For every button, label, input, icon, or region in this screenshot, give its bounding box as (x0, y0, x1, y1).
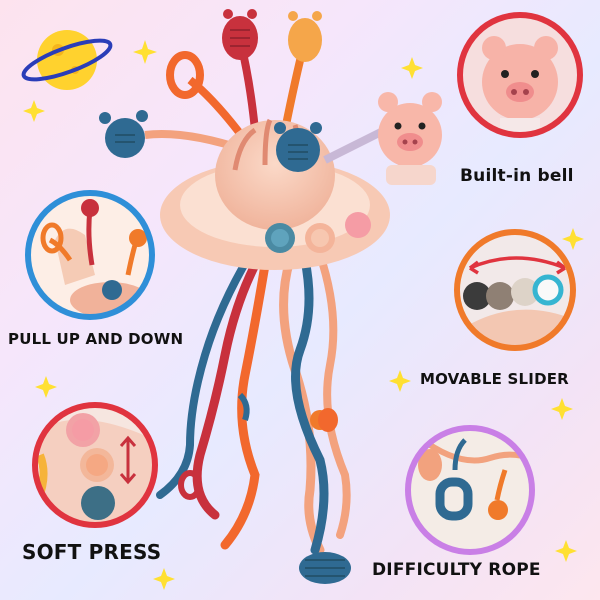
toy-ropes (156, 251, 351, 555)
pull-up-down-label: PULL UP AND DOWN (8, 330, 184, 348)
planet-icon (21, 30, 113, 90)
bell-feature-circle (457, 12, 583, 138)
rope-end-handles (178, 392, 351, 584)
pull-feature-circle (25, 190, 155, 320)
slider-feature-circle (454, 229, 576, 351)
toy-saucer (160, 118, 390, 270)
soft-press-feature-circle (32, 402, 158, 528)
movable-slider-label: MOVABLE SLIDER (420, 370, 569, 388)
builtin-bell-label: Built-in bell (460, 166, 574, 186)
difficulty-rope-label: DIFFICULTY ROPE (372, 560, 541, 580)
rope-feature-circle (405, 425, 535, 555)
pig-face-icon (378, 92, 442, 185)
sparkle-star-icon (23, 40, 584, 590)
soft-press-label: SOFT PRESS (22, 540, 162, 564)
